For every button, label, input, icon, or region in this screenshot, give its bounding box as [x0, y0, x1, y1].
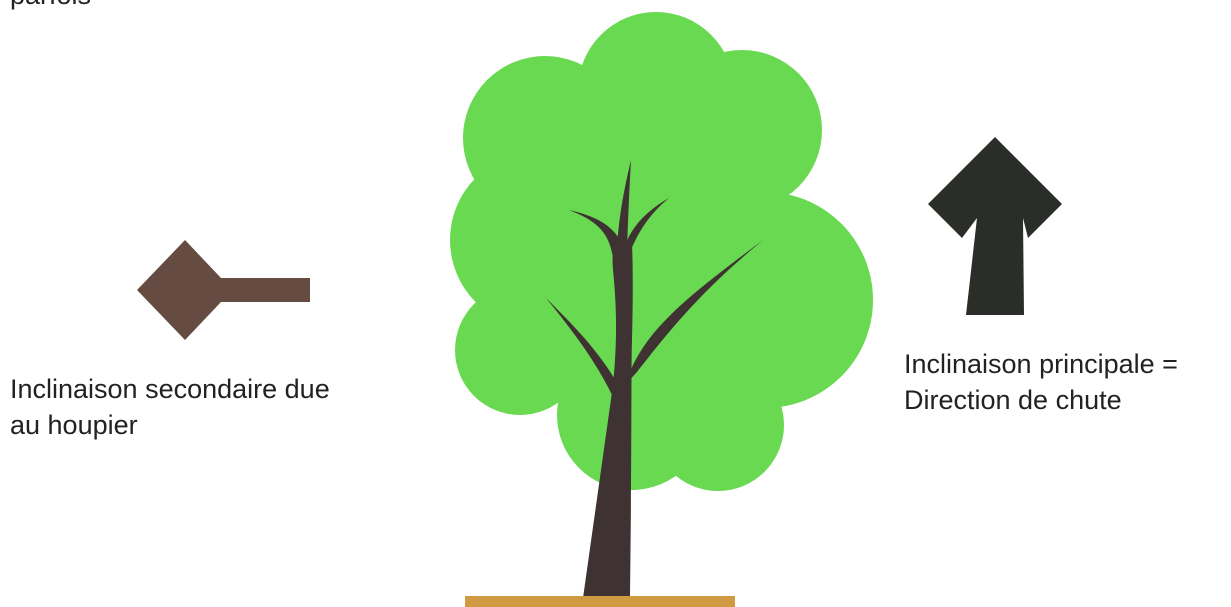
- primary-inclination-label: Inclinaison principale = Direction de ch…: [904, 346, 1231, 418]
- arrow-up-icon: [928, 137, 1062, 315]
- tree-foliage: [450, 12, 873, 491]
- secondary-inclination-label: Inclinaison secondaire due au houpier: [10, 371, 430, 443]
- arrow-left-icon: [137, 240, 310, 340]
- ground-bar: [465, 596, 735, 607]
